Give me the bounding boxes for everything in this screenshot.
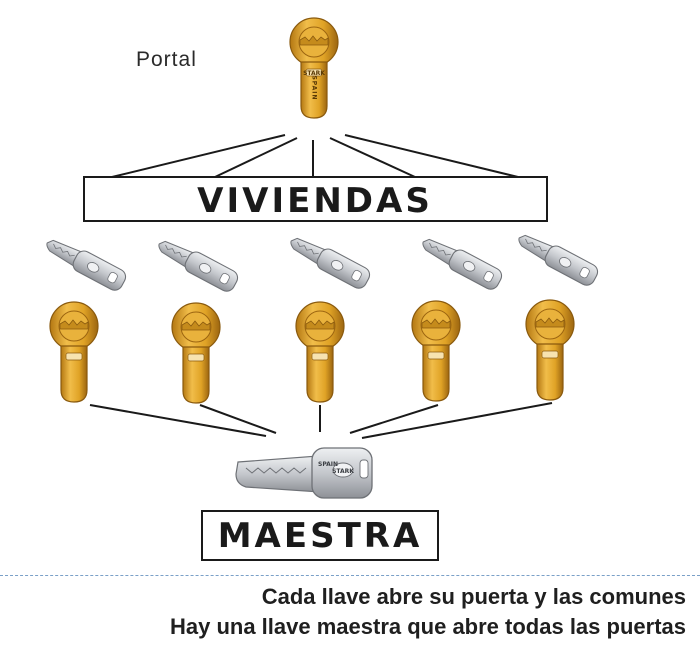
apartment-cylinder [171, 302, 221, 404]
master-connectors [89, 402, 553, 439]
viviendas-box [83, 176, 548, 222]
apartment-cylinders [49, 299, 575, 404]
key-brand-label: STARK [332, 468, 354, 475]
apartment-keys [41, 227, 601, 295]
portal-label: Portal [136, 48, 197, 71]
apartment-key [153, 233, 241, 295]
portal-connectors [111, 134, 519, 178]
maestra-box [201, 510, 439, 561]
apartment-cylinder [525, 299, 575, 401]
apartment-cylinder [295, 301, 345, 403]
apartment-key [417, 231, 505, 293]
maestra-label: MAESTRA [218, 516, 423, 556]
viviendas-label: VIVIENDAS [197, 181, 433, 221]
master-key-origin-label: SPAIN [318, 461, 338, 468]
master-key: STARK SPAIN [235, 447, 373, 499]
cylinder-origin-label: SPAIN [311, 75, 318, 100]
apartment-cylinder [411, 300, 461, 402]
apartment-cylinder [49, 301, 99, 403]
portal-cylinder: STARK SPAIN [289, 17, 339, 119]
apartment-key [285, 230, 373, 292]
apartment-key [513, 227, 601, 289]
cylinder-brand-label: STARK [303, 70, 325, 77]
caption-line-1: Cada llave abre su puerta y las comunes [261, 584, 686, 609]
divider-line [0, 575, 700, 576]
caption-line-2: Hay una llave maestra que abre todas las… [169, 614, 686, 639]
apartment-key [41, 232, 129, 294]
